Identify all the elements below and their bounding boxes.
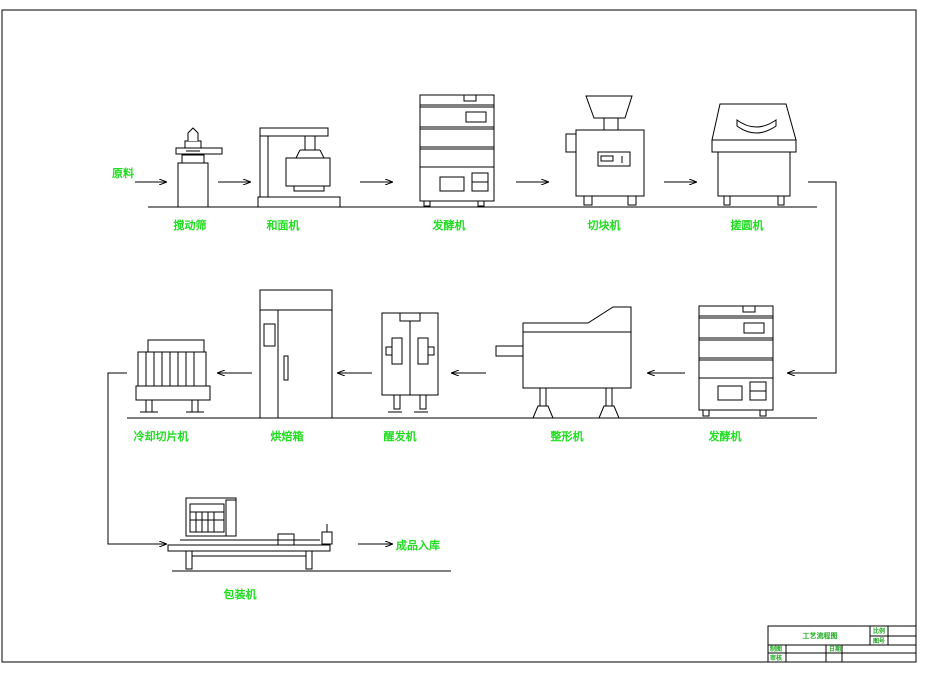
dough-rounder-machine bbox=[711, 103, 797, 206]
flow-arrows-row2 bbox=[107, 373, 685, 544]
label-dough-mixer: 和面机 bbox=[267, 218, 300, 232]
baking-oven-machine bbox=[259, 289, 333, 419]
label-proofer: 醒发机 bbox=[384, 429, 417, 443]
title-block-field-4: 日期 bbox=[829, 645, 841, 653]
input-label: 原料 bbox=[112, 166, 134, 180]
label-shaper: 整形机 bbox=[550, 429, 584, 443]
label-fermenter-2: 发酵机 bbox=[708, 429, 742, 443]
flow-arrows-row1 bbox=[135, 182, 837, 373]
sifter-machine bbox=[175, 127, 223, 208]
proofing-machine bbox=[381, 312, 439, 413]
title-block-field-3: 制图 bbox=[770, 645, 782, 653]
label-fermenter-1: 发酵机 bbox=[432, 218, 466, 232]
title-block-field-1: 比例 bbox=[873, 627, 885, 635]
label-cooling-slicer: 冷却切片机 bbox=[134, 429, 189, 443]
packaging-machine bbox=[167, 497, 333, 570]
title-block-title: 工艺流程图 bbox=[803, 631, 838, 640]
fermenter-machine-1 bbox=[419, 94, 495, 207]
title-block-field-5: 审核 bbox=[770, 654, 782, 662]
label-packaging: 包装机 bbox=[223, 587, 257, 601]
label-divider: 切块机 bbox=[588, 218, 621, 232]
drawing-border bbox=[1, 9, 917, 663]
label-sifter: 搅动筛 bbox=[174, 218, 207, 232]
label-oven: 烘焙箱 bbox=[271, 429, 304, 443]
fermenter-machine-2 bbox=[698, 305, 774, 417]
dough-divider-machine bbox=[565, 95, 645, 206]
label-rounder: 搓圆机 bbox=[731, 218, 764, 232]
output-label: 成品入库 bbox=[396, 538, 440, 552]
title-block-field-2: 图号 bbox=[873, 637, 885, 645]
shaping-machine bbox=[495, 306, 632, 419]
title-block: 工艺流程图 比例 图号 制图 日期 审核 bbox=[767, 625, 917, 663]
dough-mixer-machine bbox=[257, 127, 341, 208]
cooling-slicer-machine bbox=[135, 339, 211, 413]
